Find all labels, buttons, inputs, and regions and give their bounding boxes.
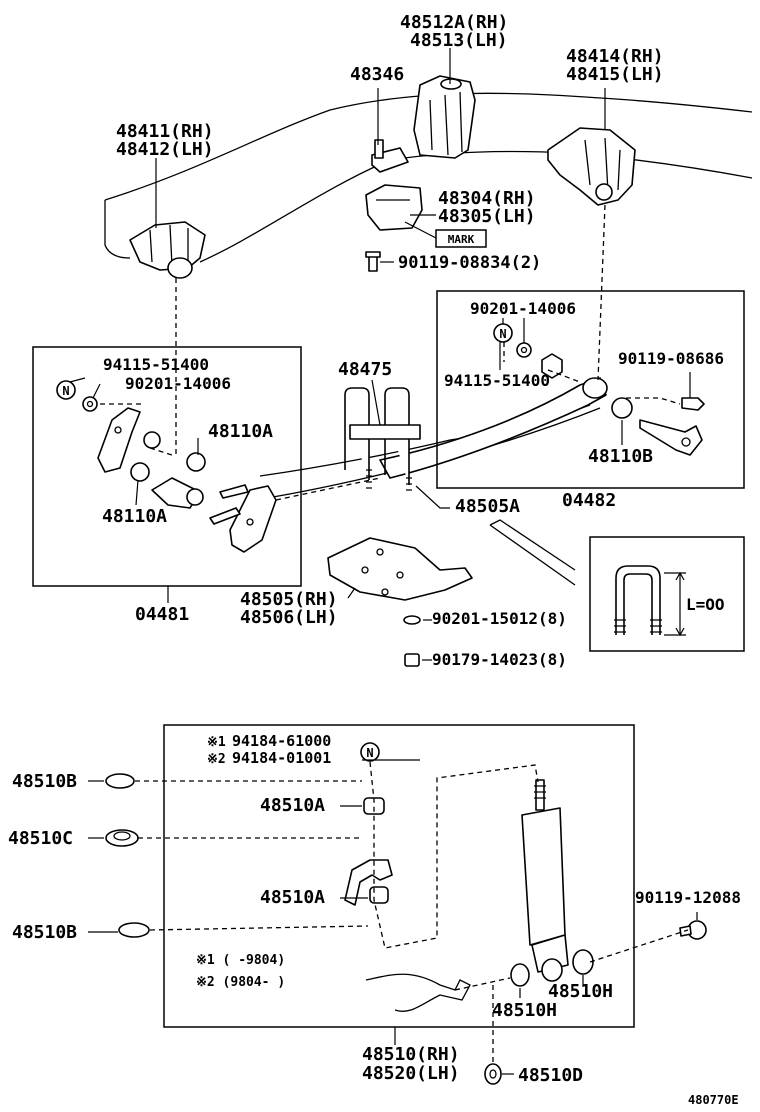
seat-nut-part: [404, 653, 420, 667]
label-bushing-right: 48110B: [588, 446, 653, 467]
bumper-part: [365, 184, 423, 231]
u-bolt-detail-part: [614, 565, 686, 637]
label-mark1-a: ※1: [207, 735, 226, 750]
cushion-d-part: [484, 1063, 502, 1085]
label-kit-left: 04481: [135, 604, 189, 625]
label-ubolt-clamp: 48475: [338, 359, 392, 380]
label-ubolt: 48505A: [455, 496, 520, 517]
seat-washer-part: [403, 615, 421, 625]
label-bumper-lh: 48305(LH): [438, 206, 536, 227]
front-hanger-part: [129, 221, 206, 279]
right-washer-part: [516, 342, 532, 358]
label-shock-nut-2: 94184-01001: [232, 749, 331, 767]
label-bracket: 48346: [350, 64, 404, 85]
label-bolt-right: 90119-08686: [618, 349, 724, 368]
right-bushing-part: [611, 397, 633, 419]
kit-04482-box: [436, 290, 745, 489]
label-kit-right: 04482: [562, 490, 616, 511]
label-bushing-h-right: 48510H: [548, 981, 613, 1002]
label-washer-right: 90201-14006: [470, 299, 576, 318]
u-bolt-detail-box: [589, 536, 745, 652]
label-note-2: ※2 (9804- ): [196, 975, 285, 990]
right-bolt-part: [639, 397, 705, 456]
label-hanger-rh: 48512A(RH): [400, 12, 508, 33]
left-nut-symbol: N: [56, 380, 76, 400]
shock-absorber-box: [163, 724, 635, 1028]
label-mark2-a: ※2: [207, 752, 226, 767]
label-front-hanger-lh: 48412(LH): [116, 139, 214, 160]
rear-hanger-part: [413, 75, 476, 159]
kit-04481-box: [32, 346, 302, 587]
label-shock-bolt: 90119-12088: [635, 888, 741, 907]
label-shackle-bracket-lh: 48415(LH): [566, 64, 664, 85]
label-mark: MARK: [448, 233, 475, 246]
cushion-a-bottom-part: [369, 886, 389, 904]
shackle-bracket-part: [547, 127, 636, 206]
label-note-1: ※1 ( -9804): [196, 953, 285, 968]
upper-mount-part: [344, 859, 393, 906]
label-bumper-bolt: 90119-08834(2): [398, 253, 541, 273]
label-shackle-bracket-rh: 48414(RH): [566, 46, 664, 67]
left-washer-part: [82, 396, 98, 412]
label-cushion-b-bottom: 48510B: [12, 922, 77, 943]
leader-lines: [69, 48, 698, 1075]
mark-box: [435, 229, 487, 248]
spring-seat-part: [327, 537, 473, 601]
left-shackle-plate-part: [97, 407, 277, 553]
n-symbol-left: N: [62, 384, 69, 398]
u-bolt-assembly-part: [344, 387, 421, 491]
bushing-h-right-part: [572, 949, 594, 975]
label-washer-left: 90201-14006: [125, 374, 231, 393]
label-seat-lh: 48506(LH): [240, 607, 338, 628]
lower-mount-part: [365, 973, 471, 1012]
label-absorber-lh: 48520(LH): [362, 1063, 460, 1084]
label-cushion-a-top: 48510A: [260, 795, 325, 816]
left-bolt-parts: [209, 484, 249, 525]
figure-id: 480770E: [688, 1093, 739, 1107]
n-symbol-shock: N: [366, 746, 373, 760]
label-shock-nut-1: 94184-61000: [232, 732, 331, 750]
labels: 48512A(RH) 48513(LH) 48346 48414(RH) 484…: [8, 12, 741, 1107]
cushion-b-bottom-part: [118, 922, 150, 938]
dashed-lines: [100, 204, 689, 1064]
frame-rail: [104, 92, 753, 586]
bushing-h-left-part: [510, 963, 530, 987]
label-seat-nut: 90179-14023(8): [432, 650, 567, 669]
label-hanger-lh: 48513(LH): [410, 30, 508, 51]
label-absorber-rh: 48510(RH): [362, 1044, 460, 1065]
left-bushing-parts: [130, 431, 206, 509]
label-bumper-rh: 48304(RH): [438, 188, 536, 209]
label-seat-washer: 90201-15012(8): [432, 609, 567, 628]
label-cushion-d: 48510D: [518, 1065, 583, 1086]
label-cushion-c: 48510C: [8, 828, 73, 849]
bumper-bolt-part: [365, 251, 381, 272]
label-nut-right: 94115-51400: [444, 371, 550, 390]
label-bushing-left-bottom: 48110A: [102, 506, 167, 527]
label-front-hanger-rh: 48411(RH): [116, 121, 214, 142]
right-nut-symbol: N: [493, 323, 513, 343]
label-nut-left: 94115-51400: [103, 355, 209, 374]
label-cushion-b-top: 48510B: [12, 771, 77, 792]
right-nut-part: [541, 353, 563, 379]
cushion-c-part: [105, 829, 139, 847]
label-cushion-a-bottom: 48510A: [260, 887, 325, 908]
n-symbol-right: N: [499, 327, 506, 341]
label-bushing-h-left: 48510H: [492, 1000, 557, 1021]
cushion-b-top-part: [105, 773, 135, 789]
bracket-48346-part: [371, 139, 409, 173]
label-bushing-left-top: 48110A: [208, 421, 273, 442]
shock-absorber-part: [521, 779, 569, 982]
label-seat-rh: 48505(RH): [240, 589, 338, 610]
shock-bolt-part: [679, 920, 707, 940]
shock-nut-symbol: N: [360, 742, 380, 762]
label-ubolt-length: L=OO: [686, 595, 725, 614]
